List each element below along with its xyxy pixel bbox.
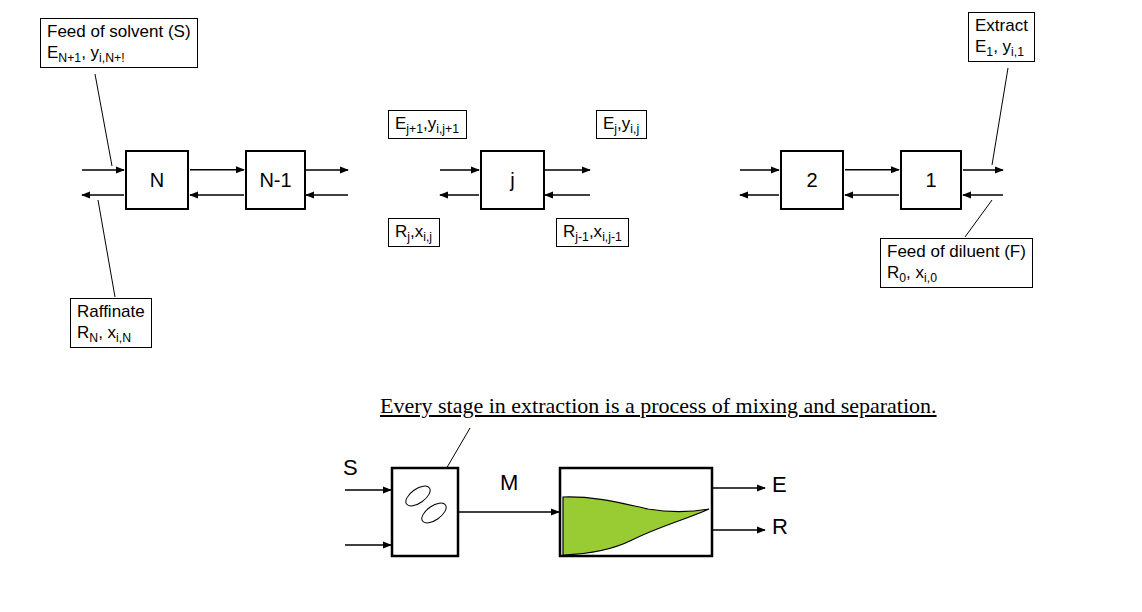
stream-text: R0, xi,0 xyxy=(887,262,1026,283)
stream-arrow xyxy=(306,194,348,196)
stream-arrow xyxy=(82,169,124,171)
stream-text: Feed of diluent (F) xyxy=(887,241,1026,262)
stage-number: N-1 xyxy=(259,169,291,192)
stream-text: EN+1, yi,N+! xyxy=(47,42,191,63)
stream-callout: Ej,yi,j xyxy=(596,110,647,139)
flow-arrow xyxy=(190,169,244,171)
stream-text: Raffinate xyxy=(77,301,145,322)
stage-box: 1 xyxy=(900,150,962,210)
stream-text: RN, xi,N xyxy=(77,322,145,343)
stream-arrow xyxy=(963,169,1003,171)
stream-callout: Feed of diluent (F)R0, xi,0 xyxy=(880,238,1033,288)
leader-lines xyxy=(95,68,1008,500)
stage-number: 2 xyxy=(806,169,817,192)
flow-arrow xyxy=(845,194,899,196)
stream-callout: Rj,xi,j xyxy=(388,218,440,247)
stream-arrow xyxy=(345,489,391,491)
stream-arrow xyxy=(740,194,779,196)
stream-callout: ExtractE1, yi,1 xyxy=(968,12,1035,62)
mixer-box xyxy=(392,468,458,556)
flow-arrow xyxy=(190,194,244,196)
stage-box: N xyxy=(125,150,189,210)
stream-arrow xyxy=(740,169,779,171)
stream-text: Ej+1,yi,j+1 xyxy=(395,113,460,134)
stream-arrow xyxy=(545,194,590,196)
stream-text: Rj-1,xi,j-1 xyxy=(563,221,622,242)
leader-line xyxy=(98,200,115,297)
propeller-blade xyxy=(403,482,434,510)
stream-arrow xyxy=(82,194,124,196)
stream-arrow xyxy=(306,169,348,171)
stream-callout: Rj-1,xi,j-1 xyxy=(556,218,629,247)
stream-arrow xyxy=(713,487,765,489)
stream-text: Extract xyxy=(975,15,1028,36)
stream-arrow xyxy=(345,544,391,546)
stage-number: N xyxy=(150,169,164,192)
propeller-blade xyxy=(419,499,450,527)
leader-line xyxy=(965,200,992,237)
stage-box: j xyxy=(480,150,545,210)
stream-text: Ej,yi,j xyxy=(603,113,640,134)
leader-line xyxy=(95,74,112,166)
flow-arrow xyxy=(845,169,899,171)
stage-number: 1 xyxy=(925,169,936,192)
leader-line xyxy=(992,68,1008,165)
stage-number: j xyxy=(510,169,514,192)
caption-note: Every stage in extraction is a process o… xyxy=(380,393,937,419)
stream-label: R xyxy=(772,514,788,540)
stage-box: 2 xyxy=(780,150,844,210)
stream-label: S xyxy=(343,455,358,481)
stream-text: E1, yi,1 xyxy=(975,36,1028,57)
stream-arrow xyxy=(545,169,590,171)
stream-arrow xyxy=(440,194,479,196)
stream-callout: RaffinateRN, xi,N xyxy=(70,298,152,348)
stream-arrow xyxy=(963,194,1003,196)
stream-callout: Feed of solvent (S)EN+1, yi,N+! xyxy=(40,18,198,68)
stream-arrow xyxy=(440,169,479,171)
stream-text: Feed of solvent (S) xyxy=(47,21,191,42)
stream-arrow xyxy=(713,529,765,531)
stage-box: N-1 xyxy=(245,150,306,210)
stream-label: M xyxy=(500,470,518,496)
phase-interface xyxy=(563,497,709,555)
stream-callout: Ej+1,yi,j+1 xyxy=(388,110,467,139)
stream-text: Rj,xi,j xyxy=(395,221,433,242)
stream-label: E xyxy=(772,472,787,498)
stream-arrow xyxy=(459,511,559,513)
settler-box xyxy=(560,468,712,556)
mixer-settler xyxy=(345,468,765,556)
